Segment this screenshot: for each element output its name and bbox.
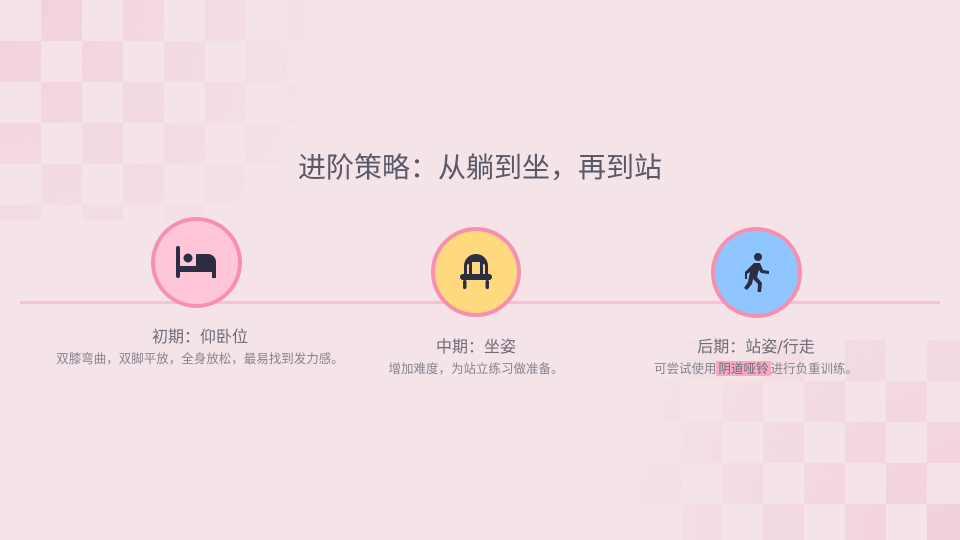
chair-icon <box>460 254 492 289</box>
desc-text: 可尝试使用 <box>653 361 717 376</box>
step-2: 中期：坐姿 增加难度，为站立练习做准备。 <box>336 336 616 380</box>
bed-icon <box>175 245 216 278</box>
step-3: 后期：站姿/行走 可尝试使用阴道哑铃进行负重训练。 <box>596 336 916 380</box>
step-3-description: 可尝试使用阴道哑铃进行负重训练。 <box>596 358 916 380</box>
step-3-circle <box>711 227 802 318</box>
step-1-circle <box>151 217 242 308</box>
step-2-circle <box>431 227 521 317</box>
step-2-title: 中期：坐姿 <box>435 337 516 356</box>
walking-icon <box>743 252 769 292</box>
page-title: 进阶策略：从躺到坐，再到站 <box>297 151 662 184</box>
step-2-description: 增加难度，为站立练习做准备。 <box>388 361 564 376</box>
background-checker-top <box>0 0 420 220</box>
step-1-title: 初期：仰卧位 <box>151 327 248 346</box>
highlighted-term: 阴道哑铃 <box>716 361 771 376</box>
step-1: 初期：仰卧位 双膝弯曲，双脚平放，全身放松，最易找到发力感。 <box>55 326 345 370</box>
step-1-description: 双膝弯曲，双脚平放，全身放松，最易找到发力感。 <box>56 351 344 366</box>
desc-text: 进行负重训练。 <box>770 361 859 376</box>
step-3-title: 后期：站姿/行走 <box>697 337 815 356</box>
